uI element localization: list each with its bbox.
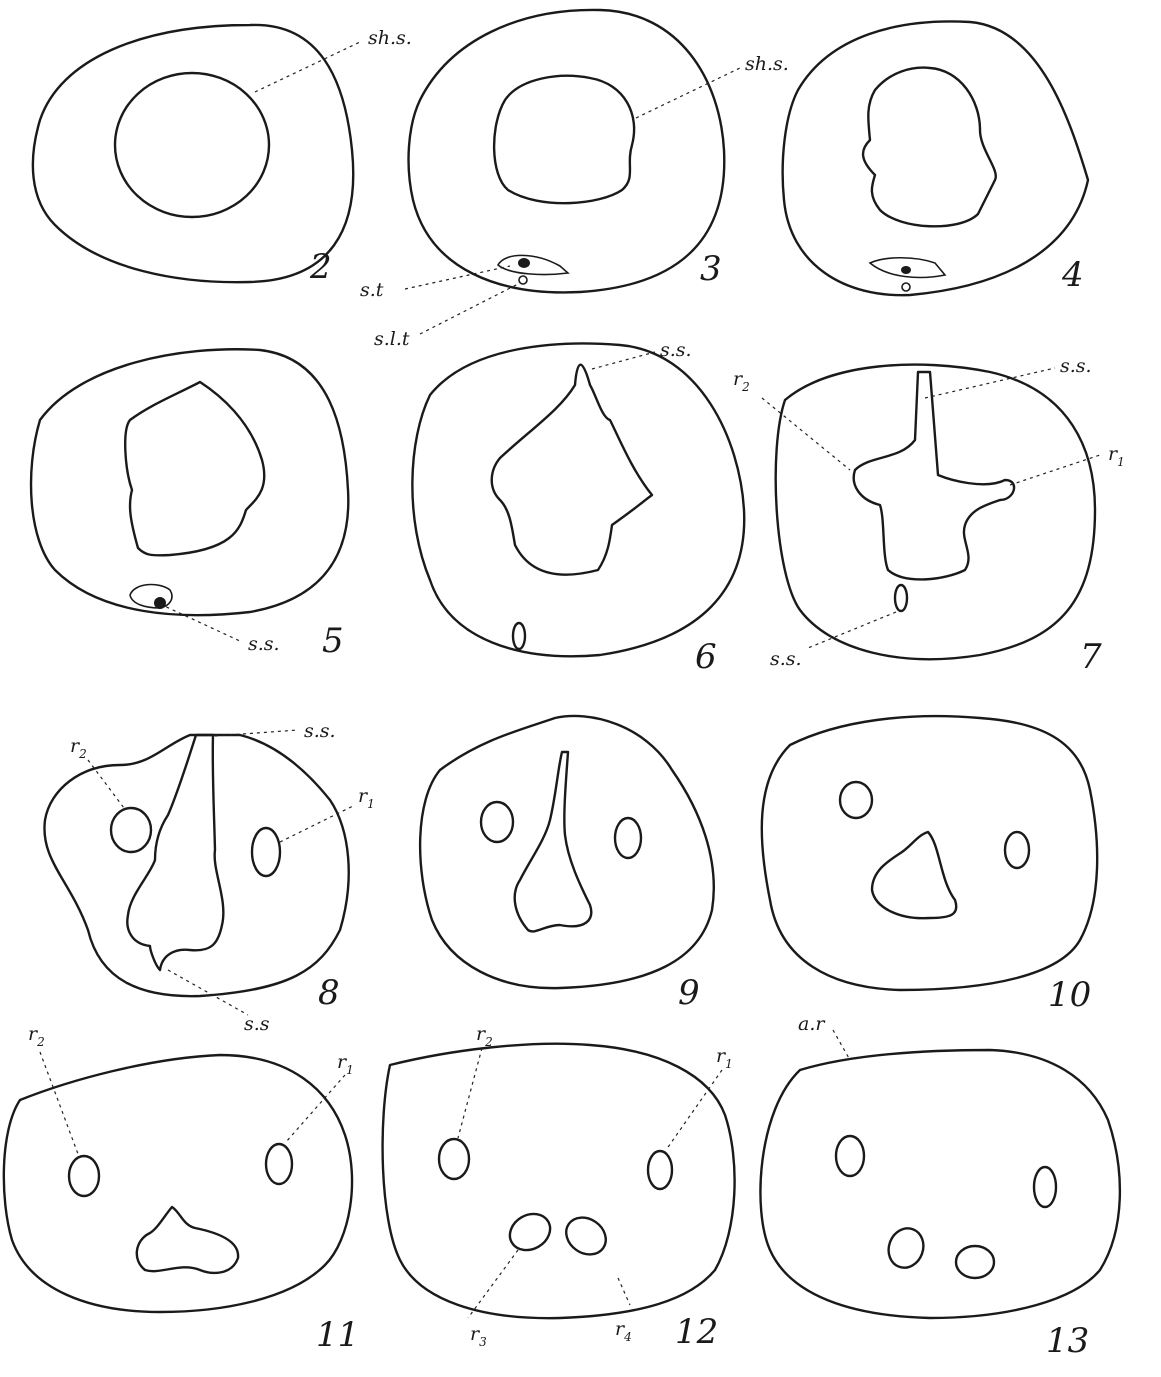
fig4-st-dot [901,266,911,274]
fig6-inner-cavity [492,365,652,575]
fig11-r1-duct [266,1144,292,1184]
fig8-label-ss-top: s.s. [304,720,336,742]
figure-11: r2 r1 11 [4,1023,359,1355]
figure-2: sh.s. 2 [33,25,412,287]
fig11-label-r2: r2 [28,1023,45,1049]
fig7-label-r1: r1 [1108,443,1125,469]
figure-5: s.s. 5 [31,349,348,661]
fig7-number: 7 [1080,637,1102,677]
fig10-number: 10 [1048,975,1091,1015]
fig6-ss-duct [513,623,525,649]
fig5-inner-cavity [125,382,264,555]
fig13-lower-right-duct [956,1246,994,1278]
figure-8: r2 s.s. r1 s.s 8 [44,720,374,1035]
fig3-number: 3 [700,249,722,289]
fig4-inner-cavity [863,68,996,227]
fig5-number: 5 [322,621,344,661]
figure-6: s.s. 6 [412,339,744,677]
fig8-label-ss-bottom: s.s [244,1013,270,1035]
fig10-right-duct [1005,832,1029,868]
fig12-label-r2: r2 [476,1023,493,1049]
fig9-inner-cavity [515,752,592,931]
figure-4: 4 [783,21,1088,295]
fig7-label-ss-top: s.s. [1060,355,1092,377]
figure-3: sh.s. s.t s.l.t 3 [360,10,789,350]
fig2-outer-section [33,25,353,282]
fig4-outer-section [783,21,1088,295]
fig4-slt-ring [902,283,910,291]
fig3-inner-cavity [494,76,634,203]
fig8-r2-duct [111,808,151,852]
figure-7: s.s. r2 r1 s.s. 7 [733,355,1125,677]
fig8-label-r1: r1 [358,785,375,811]
fig10-inner-cavity [872,832,956,918]
fig7-outer-section [776,365,1095,660]
fig9-number: 9 [678,973,700,1013]
fig11-r2-duct [69,1156,99,1196]
fig12-r2-duct [439,1139,469,1179]
fig6-outer-section [412,343,744,656]
figure-13: a.r 13 [760,1013,1119,1361]
fig13-left-duct [836,1136,864,1176]
fig3-label-st: s.t [360,279,384,301]
fig9-right-duct [615,818,641,858]
fig10-left-duct [840,782,872,818]
fig7-inner-cavity [854,372,1014,579]
fig9-left-duct [481,802,513,842]
fig6-label-ss: s.s. [660,339,692,361]
fig12-label-r1: r1 [716,1045,733,1071]
fig5-outer-section [31,349,348,615]
fig8-r1-duct [252,828,280,876]
figure-10: 10 [762,716,1097,1015]
fig12-r1-duct [648,1151,672,1189]
fig8-inner-cavity [127,735,223,970]
fig2-inner-cavity [115,73,269,217]
fig12-label-r3: r3 [470,1323,487,1349]
fig12-r4-duct [559,1210,613,1262]
fig5-label-ss: s.s. [248,633,280,655]
fig5-ss-dot [154,597,166,609]
fig3-st-body [498,255,568,274]
fig13-number: 13 [1046,1321,1089,1361]
figure-9: 9 [420,716,714,1013]
fig3-label-shs: sh.s. [745,53,789,75]
fig12-outer-section [383,1044,735,1318]
fig4-number: 4 [1061,255,1084,295]
fig13-right-duct [1034,1167,1056,1207]
fig11-number: 11 [316,1315,359,1355]
fig7-ss-duct [895,585,907,611]
fig8-outer-section [44,735,348,996]
fig10-outer-section [762,716,1097,990]
fig3-label-slt: s.l.t [374,328,410,350]
fig13-outer-section [760,1050,1119,1318]
fig7-label-r2: r2 [733,368,750,394]
fig11-inner-cavity [137,1207,238,1273]
fig3-slt-ring [519,276,527,284]
figure-12: r2 r1 r3 r4 12 [383,1023,735,1352]
fig12-label-r4: r4 [615,1318,632,1344]
fig11-label-r1: r1 [337,1051,354,1077]
fig7-label-ss-duct: s.s. [770,648,802,670]
fig6-number: 6 [695,637,717,677]
fig2-number: 2 [309,247,332,287]
fig8-label-r2: r2 [70,735,87,761]
fig13-label-ar: a.r [798,1013,826,1035]
fig3-st-dot [518,258,530,268]
fig12-r3-duct [503,1207,556,1257]
fig3-outer-section [409,10,725,292]
fig12-number: 12 [675,1312,718,1352]
fig13-lower-left-duct [883,1223,929,1272]
fig2-label-shs: sh.s. [368,27,412,49]
fig8-number: 8 [318,973,340,1013]
